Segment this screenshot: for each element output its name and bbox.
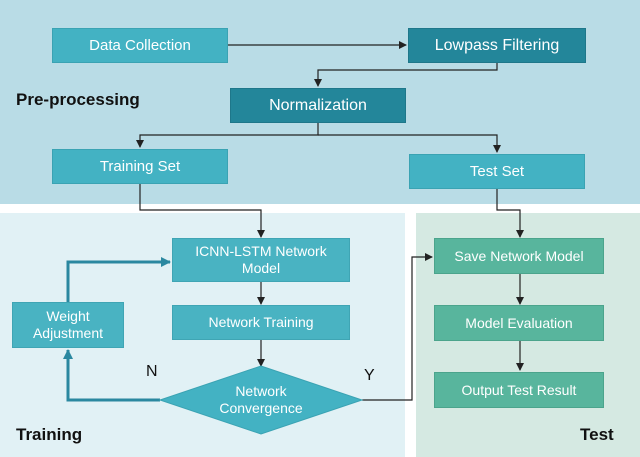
arrow-trainingset-to-model [139, 183, 265, 238]
arrow-to-test-set [318, 134, 501, 153]
arrow-filtering-to-normalization [314, 62, 498, 87]
output-test-result-box: Output Test Result [434, 372, 604, 408]
training-label: Training [16, 425, 83, 444]
arrow-no-to-weight [63, 349, 160, 402]
arrow-weight-to-model [66, 257, 171, 302]
network-training-box: Network Training [172, 305, 350, 340]
decision-diamond [158, 365, 364, 435]
arrow-testset-to-save [496, 188, 524, 238]
save-network-model-box: Save Network Model [434, 238, 604, 274]
no-label: N [146, 363, 158, 380]
preprocessing-label: Pre-processing [16, 90, 140, 109]
arrow-normalization-split [136, 122, 319, 148]
arrow-yes-to-save [362, 253, 433, 401]
test-label: Test [580, 425, 614, 444]
weight-adjustment-box: Weight Adjustment [12, 302, 124, 348]
yes-label: Y [364, 367, 375, 384]
icnn-lstm-model-box: ICNN-LSTM Network Model [172, 238, 350, 282]
network-convergence-label: Network Convergence [219, 383, 303, 416]
data-collection-box: Data Collection [52, 28, 228, 63]
training-set-box: Training Set [52, 149, 228, 184]
normalization-box: Normalization [230, 88, 406, 123]
model-evaluation-box: Model Evaluation [434, 305, 604, 341]
test-set-box: Test Set [409, 154, 585, 189]
lowpass-filtering-box: Lowpass Filtering [408, 28, 586, 63]
